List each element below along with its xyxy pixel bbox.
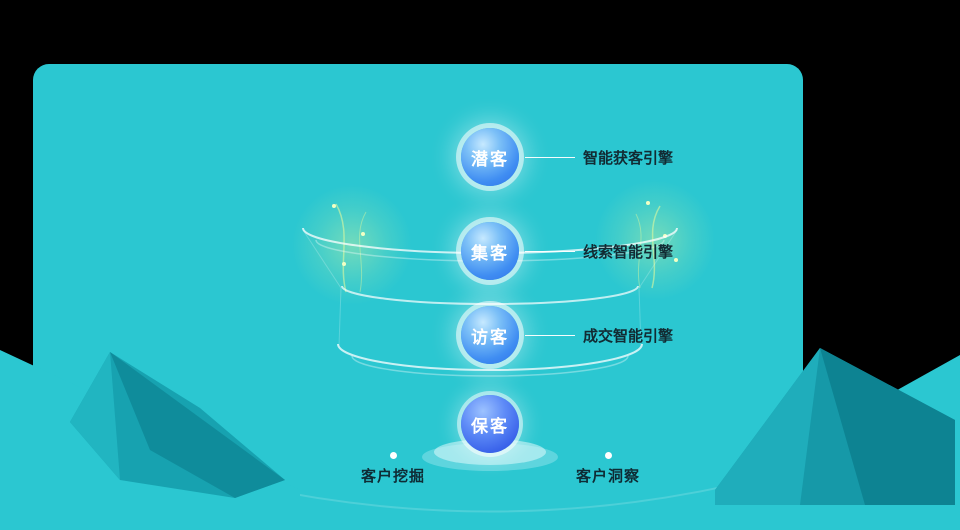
connector-line: [525, 334, 575, 336]
dot-marker: [389, 452, 397, 459]
footer-item: 客户挖掘: [343, 452, 443, 486]
connector-line: [525, 250, 575, 252]
footer-label: 客户挖掘: [360, 468, 425, 485]
footer-label: 客户洞察: [575, 468, 640, 485]
stage-bubble: 保客: [461, 395, 519, 453]
stage-label: 保客: [471, 416, 509, 436]
connector-line: [525, 156, 575, 158]
funnel-stage: 集客 线索智能引擎: [461, 222, 673, 280]
funnel-stage: 访客 成交智能引擎: [461, 306, 673, 364]
engine-label: 智能获客引擎: [583, 149, 674, 167]
stage-label: 访客: [471, 327, 509, 347]
funnel-stage: 保客: [461, 395, 519, 453]
footer-item: 客户洞察: [558, 452, 658, 486]
engine-label: 成交智能引擎: [583, 327, 674, 345]
stage-bubble: 访客: [461, 306, 519, 364]
stage-label: 集客: [471, 243, 509, 263]
stage-bubble: 潜客: [461, 128, 519, 186]
stage-label: 潜客: [471, 149, 509, 169]
stage-bubble: 集客: [461, 222, 519, 280]
funnel-stage: 潜客 智能获客引擎: [461, 128, 673, 186]
engine-label: 线索智能引擎: [583, 243, 674, 261]
dot-marker: [604, 452, 612, 459]
